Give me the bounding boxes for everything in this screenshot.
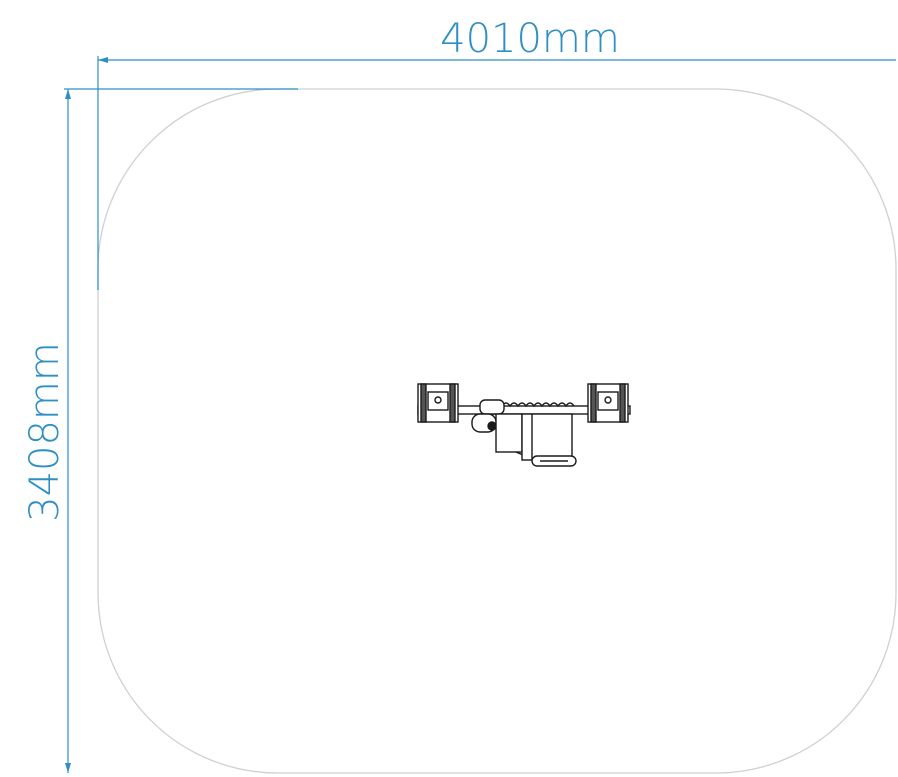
equipment-top-view bbox=[417, 383, 631, 467]
right-seat bbox=[587, 383, 629, 423]
width-dimension-label: 4010mm bbox=[440, 16, 620, 62]
height-arrow-top bbox=[65, 89, 71, 99]
width-dimension bbox=[97, 56, 896, 290]
post-right bbox=[521, 413, 573, 461]
pivot-housing-left bbox=[471, 413, 497, 433]
safety-zone-boundary bbox=[97, 88, 897, 774]
height-dimension bbox=[64, 88, 298, 773]
post-left bbox=[495, 413, 523, 453]
height-arrow-bottom bbox=[65, 763, 71, 773]
spring-coil bbox=[479, 399, 575, 415]
width-arrow-left bbox=[98, 57, 108, 63]
left-seat bbox=[417, 383, 459, 423]
height-dimension-label: 3408mm bbox=[22, 342, 68, 522]
